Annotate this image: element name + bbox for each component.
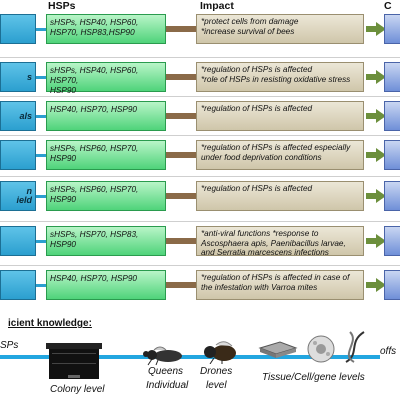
row-impact-box: *regulation of HSPs is affected in case … — [196, 270, 364, 300]
row-connector — [166, 238, 196, 244]
row-outcome-arrow-icon — [366, 22, 386, 36]
row-hsp-box: sHSPs, HSP60, HSP70, HSP90 — [46, 181, 166, 211]
tissue-cell-gene-label: Tissue/Cell/gene levels — [262, 372, 365, 383]
row-divider — [0, 176, 400, 177]
drones-label: Drones — [200, 366, 233, 377]
row-connector — [166, 113, 196, 119]
row-divider — [0, 135, 400, 136]
queen-bee-icon — [140, 344, 184, 366]
row-outcome-box — [384, 226, 400, 256]
row-impact-box: *regulation of HSPs is affected especial… — [196, 140, 364, 170]
impact-header: Impact — [200, 0, 234, 12]
row-thin-arrow — [36, 154, 46, 157]
row-thin-arrow — [36, 240, 46, 243]
tissue-icon — [256, 340, 300, 360]
colony-level-label: Colony level — [50, 384, 105, 395]
timeline-start-label: SPs — [0, 340, 19, 351]
row-left-box — [0, 270, 36, 300]
row-left-box: n ield — [0, 181, 36, 211]
row-hsp-box: sHSPs, HSP40, HSP60, HSP70, HSP90 — [46, 62, 166, 95]
row-connector — [166, 74, 196, 80]
row-impact-box: *regulation of HSPs is affected — [196, 181, 364, 211]
row-outcome-box — [384, 270, 400, 300]
timeline-end-label: offs — [380, 346, 397, 357]
row-divider — [0, 221, 400, 222]
individual-label: Individual — [146, 380, 189, 391]
row-outcome-box — [384, 14, 400, 44]
row-hsp-box: sHSPs, HSP70, HSP83, HSP90 — [46, 226, 166, 256]
drone-bee-icon — [200, 340, 240, 365]
row-outcome-arrow-icon — [366, 189, 386, 203]
row-outcome-box — [384, 101, 400, 131]
row-impact-box: *regulation of HSPs is affected — [196, 101, 364, 131]
row-thin-arrow — [36, 115, 46, 118]
row-outcome-box — [384, 140, 400, 170]
row-divider — [0, 57, 400, 58]
drones-level-label: level — [206, 380, 227, 391]
row-connector — [166, 152, 196, 158]
row-divider — [0, 265, 400, 266]
row-impact-box: *protect cells from damage *increase sur… — [196, 14, 364, 44]
row-impact-box: *anti-viral functions *response to Ascos… — [196, 226, 364, 257]
row-outcome-arrow-icon — [366, 234, 386, 248]
outcome-header: C — [384, 0, 392, 12]
timeline-line — [0, 355, 380, 359]
row-thin-arrow — [36, 28, 46, 31]
row-divider — [0, 96, 400, 97]
row-left-box — [0, 14, 36, 44]
row-hsp-box: sHSPs, HSP60, HSP70, HSP90 — [46, 140, 166, 170]
row-outcome-box — [384, 181, 400, 211]
queens-label: Queens — [148, 366, 184, 377]
row-outcome-arrow-icon — [366, 70, 386, 84]
row-hsp-box: HSP40, HSP70, HSP90 — [46, 101, 166, 131]
cell-icon — [306, 334, 336, 364]
row-outcome-arrow-icon — [366, 109, 386, 123]
row-connector — [166, 282, 196, 288]
row-left-box — [0, 140, 36, 170]
row-outcome-box — [384, 62, 400, 92]
row-outcome-arrow-icon — [366, 148, 386, 162]
row-left-box — [0, 226, 36, 256]
row-hsp-box: HSP40, HSP70, HSP90 — [46, 270, 166, 300]
knowledge-title: icient knowledge: — [8, 318, 92, 329]
row-hsp-box: sHSPs, HSP40, HSP60, HSP70, HSP83,HSP90 — [46, 14, 166, 44]
row-connector — [166, 193, 196, 199]
row-left-box: als — [0, 101, 36, 131]
hive-icon — [44, 341, 104, 381]
row-thin-arrow — [36, 76, 46, 79]
dna-icon — [340, 330, 370, 364]
row-outcome-arrow-icon — [366, 278, 386, 292]
row-connector — [166, 26, 196, 32]
hsps-header: HSPs — [48, 0, 76, 12]
row-impact-box: *regulation of HSPs is affected *role of… — [196, 62, 364, 92]
row-thin-arrow — [36, 195, 46, 198]
row-left-box: s — [0, 62, 36, 92]
row-thin-arrow — [36, 284, 46, 287]
